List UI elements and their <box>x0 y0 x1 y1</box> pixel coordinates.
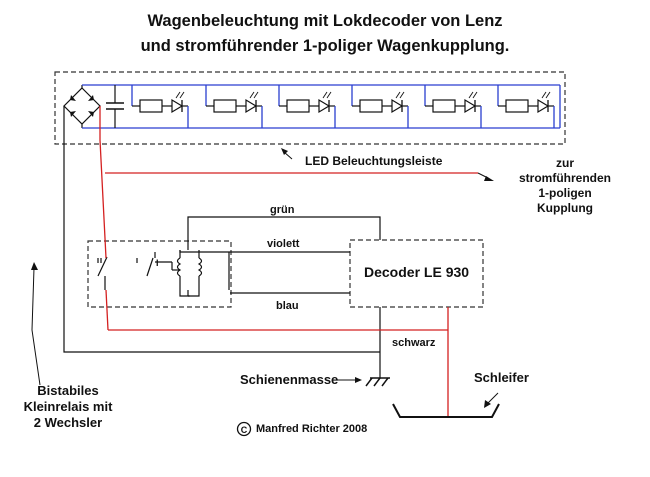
wire-blue-label: blau <box>276 300 299 312</box>
led-diode <box>391 98 404 114</box>
decoder-box <box>349 239 484 308</box>
capacitor <box>106 85 124 128</box>
resistor <box>505 99 529 113</box>
relay-contact-1 <box>97 256 108 290</box>
led-diode <box>171 98 184 114</box>
ground-label: Schienenmasse <box>240 372 339 387</box>
coupling-line-3: 1-poligen <box>538 186 592 200</box>
relay-line-1: Bistabiles <box>37 383 99 398</box>
led-diode <box>464 98 477 114</box>
contact-mark: I <box>156 258 159 268</box>
ground-symbol <box>365 377 390 387</box>
led-diode <box>245 98 258 114</box>
led-section <box>278 85 336 128</box>
decoder-label: Decoder LE 930 <box>364 264 470 280</box>
led-section <box>424 85 482 128</box>
resistor <box>432 99 456 113</box>
coupling-line-4: Kupplung <box>537 201 593 215</box>
copyright-circle <box>236 421 252 437</box>
wire-black-label: schwarz <box>392 337 436 349</box>
red-wires <box>99 106 478 417</box>
coupling-line-1: zur <box>556 156 574 170</box>
relay-line-3: 2 Wechsler <box>33 415 103 430</box>
resistor <box>139 99 163 113</box>
pickup-shoe <box>392 403 500 418</box>
title-line-1: Wagenbeleuchtung mit Lokdecoder von Lenz <box>147 12 503 30</box>
coupling-arrow <box>477 172 494 181</box>
relay-contact-2 <box>136 252 156 277</box>
led-diode <box>537 98 550 114</box>
led-section <box>497 85 555 128</box>
led-diode <box>318 98 331 114</box>
wire-green <box>187 216 381 250</box>
led-sections <box>131 85 555 128</box>
title-line-2: und stromführender 1-poliger Wagenkupplu… <box>140 37 510 55</box>
coupling-label: zur stromführenden 1-poligen Kupplung <box>505 156 625 216</box>
led-strip-label: LED Beleuchtungsleiste <box>305 154 443 168</box>
relay-box <box>87 240 232 308</box>
copyright-label: Manfred Richter 2008 <box>256 423 368 435</box>
led-section <box>351 85 409 128</box>
coupling-line-2: stromführenden <box>518 171 611 185</box>
led-strip-box <box>54 71 566 145</box>
relay-line-2: Kleinrelais mit <box>23 399 113 414</box>
decoder-wires <box>63 106 381 378</box>
resistor <box>359 99 383 113</box>
resistor <box>286 99 310 113</box>
wire-violet-label: violett <box>267 238 300 250</box>
led-section <box>205 85 263 128</box>
relay-coils <box>155 250 203 290</box>
copyright-symbol: C <box>241 425 248 435</box>
bridge-rectifier <box>63 87 101 125</box>
led-section <box>131 85 189 128</box>
relay-label: Bistabiles Kleinrelais mit 2 Wechsler <box>2 383 134 431</box>
resistor <box>213 99 237 113</box>
wire-green-label: grün <box>270 204 295 216</box>
pickup-label: Schleifer <box>474 370 529 385</box>
